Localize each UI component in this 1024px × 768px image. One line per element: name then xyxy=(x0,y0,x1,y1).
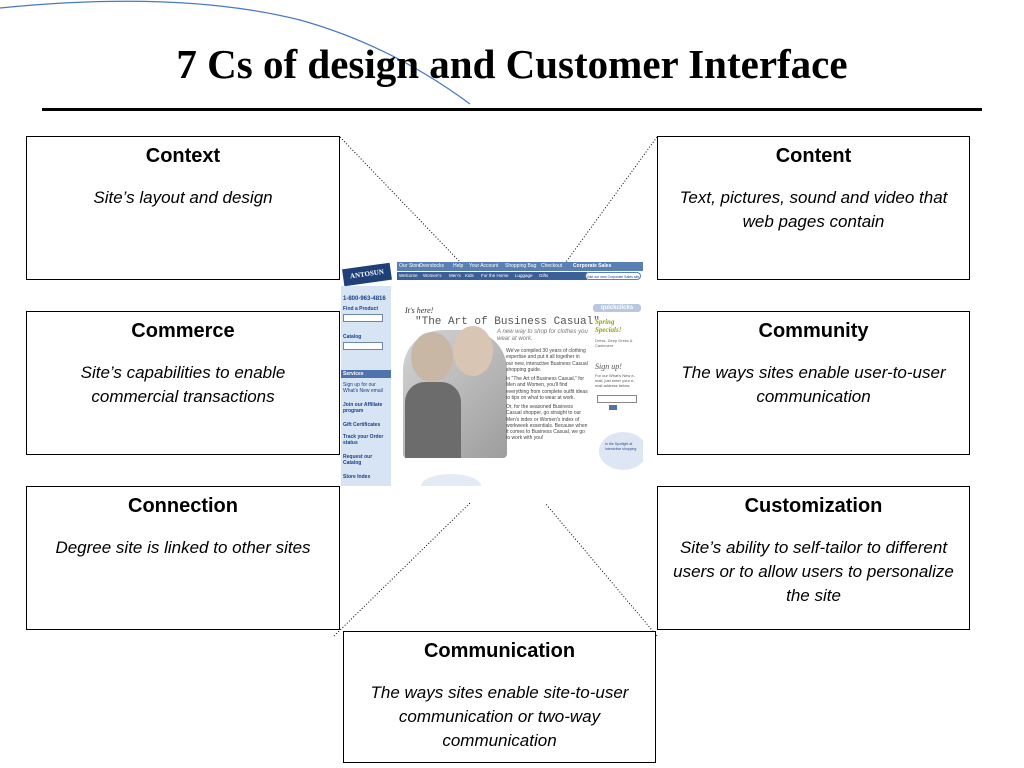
connection-title: Connection xyxy=(128,495,238,517)
sidebar-link: Sign up for our What's New email xyxy=(343,382,383,394)
content-box: Content Text, pictures, sound and video … xyxy=(657,136,970,280)
hero-subtitle: A new way to shop for clothes you wear a… xyxy=(497,329,588,343)
sidebar-link: Gift Certificates xyxy=(343,422,381,428)
content-text: Text, pictures, sound and video that web… xyxy=(679,188,948,231)
models-photo-suit xyxy=(405,382,461,458)
connection-text: Degree site is linked to other sites xyxy=(55,538,311,557)
communication-box: Communication The ways sites enable site… xyxy=(343,631,656,763)
find-product-label: Find a Product xyxy=(343,306,378,312)
sidebar-link: Store Index xyxy=(343,474,371,480)
content-title: Content xyxy=(775,145,852,167)
spring-promo: Spring Specials! xyxy=(595,318,622,334)
commerce-box: Commerce Site’s capabilities to enable c… xyxy=(26,311,340,455)
title-underline xyxy=(42,108,982,111)
hero-copy-paragraph: Or, for the seasoned Business Casual sho… xyxy=(506,404,588,442)
find-product-input xyxy=(343,314,383,322)
sidebar-link: Request our Catalog xyxy=(343,454,373,466)
catalog-label: Catalog xyxy=(343,334,362,340)
signup-email-input xyxy=(597,395,637,403)
bottom-arc xyxy=(421,474,481,486)
site-sub-nav-item: Luggage xyxy=(515,273,533,278)
website-screenshot: Our Store Overstocks Help Your Account S… xyxy=(341,262,643,486)
hero-copy-paragraph: We've compiled 30 years of clothing expe… xyxy=(506,348,588,373)
site-sub-nav-item: For the Home xyxy=(481,273,509,278)
site-top-nav-item: Shopping Bag xyxy=(505,263,537,269)
context-box: Context Site’s layout and design xyxy=(26,136,340,280)
customization-box: Customization Site’s ability to self-tai… xyxy=(657,486,970,630)
site-top-nav-item: Your Account xyxy=(469,263,499,269)
site-phone: 1-800-963-4816 xyxy=(343,296,386,302)
spring-promo-sub: Dress, Deep Dreks & Cashmere xyxy=(595,338,633,348)
services-header: Services xyxy=(341,370,391,378)
commerce-text: Site’s capabilities to enable commercial… xyxy=(80,363,286,406)
site-top-nav-item: Overstocks xyxy=(419,263,445,269)
site-sub-nav-item: Women's xyxy=(423,273,442,278)
connection-box: Connection Degree site is linked to othe… xyxy=(26,486,340,630)
slide-title: 7 Cs of design and Customer Interface xyxy=(176,41,848,87)
community-text: The ways sites enable user-to-user commu… xyxy=(681,363,946,406)
site-sub-nav-item: Kids xyxy=(465,273,474,278)
signup-text: For our What's New e-mail, just enter yo… xyxy=(595,373,635,388)
context-title: Context xyxy=(145,145,221,167)
communication-title: Communication xyxy=(423,640,576,662)
catalog-input xyxy=(343,342,383,350)
community-box: Community The ways sites enable user-to-… xyxy=(657,311,970,455)
spotlight-text: In the Spotlight at Interactive shopping xyxy=(605,442,637,451)
signup-title: Sign up! xyxy=(595,362,622,371)
site-sub-nav-item: Men's xyxy=(449,273,461,278)
customization-title: Customization xyxy=(744,495,883,517)
models-photo-face xyxy=(411,332,453,382)
hero-copy: We've compiled 30 years of clothing expe… xyxy=(506,348,588,445)
sidebar-link: Track your Order status xyxy=(343,434,384,446)
site-top-nav-item: Checkout xyxy=(541,263,563,269)
quickclicks-header: quickclicks xyxy=(593,304,641,312)
site-sidebar: 1-800-963-4816 Find a Product Catalog Se… xyxy=(341,286,391,486)
hero-intro: It's here! xyxy=(405,306,434,315)
spotlight-bubble xyxy=(599,432,643,470)
community-title: Community xyxy=(758,320,869,342)
corporate-sales-note: Visit our new Corporate Sales site xyxy=(585,272,641,280)
commerce-title: Commerce xyxy=(131,320,235,342)
signup-go-button xyxy=(609,405,617,410)
site-sub-nav-item: Welcome xyxy=(399,273,418,278)
site-sub-nav-item: Gifts xyxy=(539,273,549,278)
site-top-nav-item: Corporate Sales xyxy=(573,263,612,269)
site-top-nav: Our Store Overstocks Help Your Account S… xyxy=(397,262,643,271)
context-text: Site’s layout and design xyxy=(93,188,273,207)
site-sub-nav: Welcome Women's Men's Kids For the Home … xyxy=(397,272,587,280)
sidebar-link: Join our Affiliate program xyxy=(343,402,383,414)
customization-text: Site’s ability to self-tailor to differe… xyxy=(673,538,954,605)
site-top-nav-item: Help xyxy=(453,263,464,269)
models-photo-face xyxy=(453,326,493,376)
communication-text: The ways sites enable site-to-user commu… xyxy=(370,683,629,750)
hero-title: "The Art of Business Casual" xyxy=(415,316,600,328)
site-logo: ANTOSUN xyxy=(342,262,392,287)
site-top-nav-item: Our Store xyxy=(399,263,421,269)
hero-copy-paragraph: In "The Art of Business Casual," for Men… xyxy=(506,376,588,401)
site-right-column: quickclicks Spring Specials! Dress, Deep… xyxy=(591,304,643,486)
